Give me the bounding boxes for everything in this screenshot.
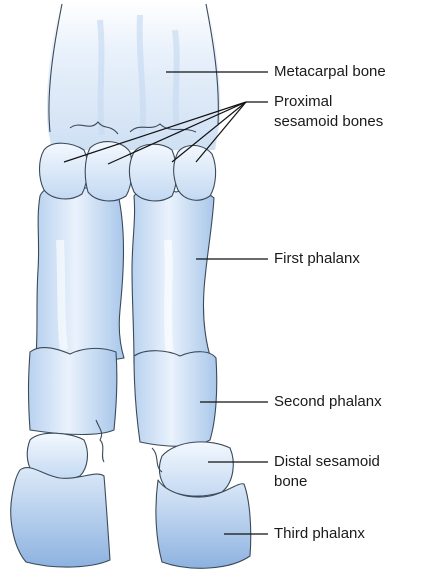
leader-proximal-sesamoid-3 — [172, 102, 246, 162]
label-second-phalanx: Second phalanx — [274, 392, 382, 411]
label-third-phalanx: Third phalanx — [274, 524, 365, 543]
leader-proximal-sesamoid-2 — [108, 102, 246, 164]
label-distal-sesamoid-line2: bone — [274, 472, 307, 491]
leader-proximal-sesamoid-1 — [64, 102, 246, 162]
label-proximal-sesamoid-line1: Proximal — [274, 92, 332, 111]
label-proximal-sesamoid-line2: sesamoid bones — [274, 112, 383, 131]
label-metacarpal-bone: Metacarpal bone — [274, 62, 386, 81]
leader-proximal-sesamoid-4 — [196, 102, 246, 162]
label-distal-sesamoid-line1: Distal sesamoid — [274, 452, 380, 471]
label-first-phalanx: First phalanx — [274, 249, 360, 268]
